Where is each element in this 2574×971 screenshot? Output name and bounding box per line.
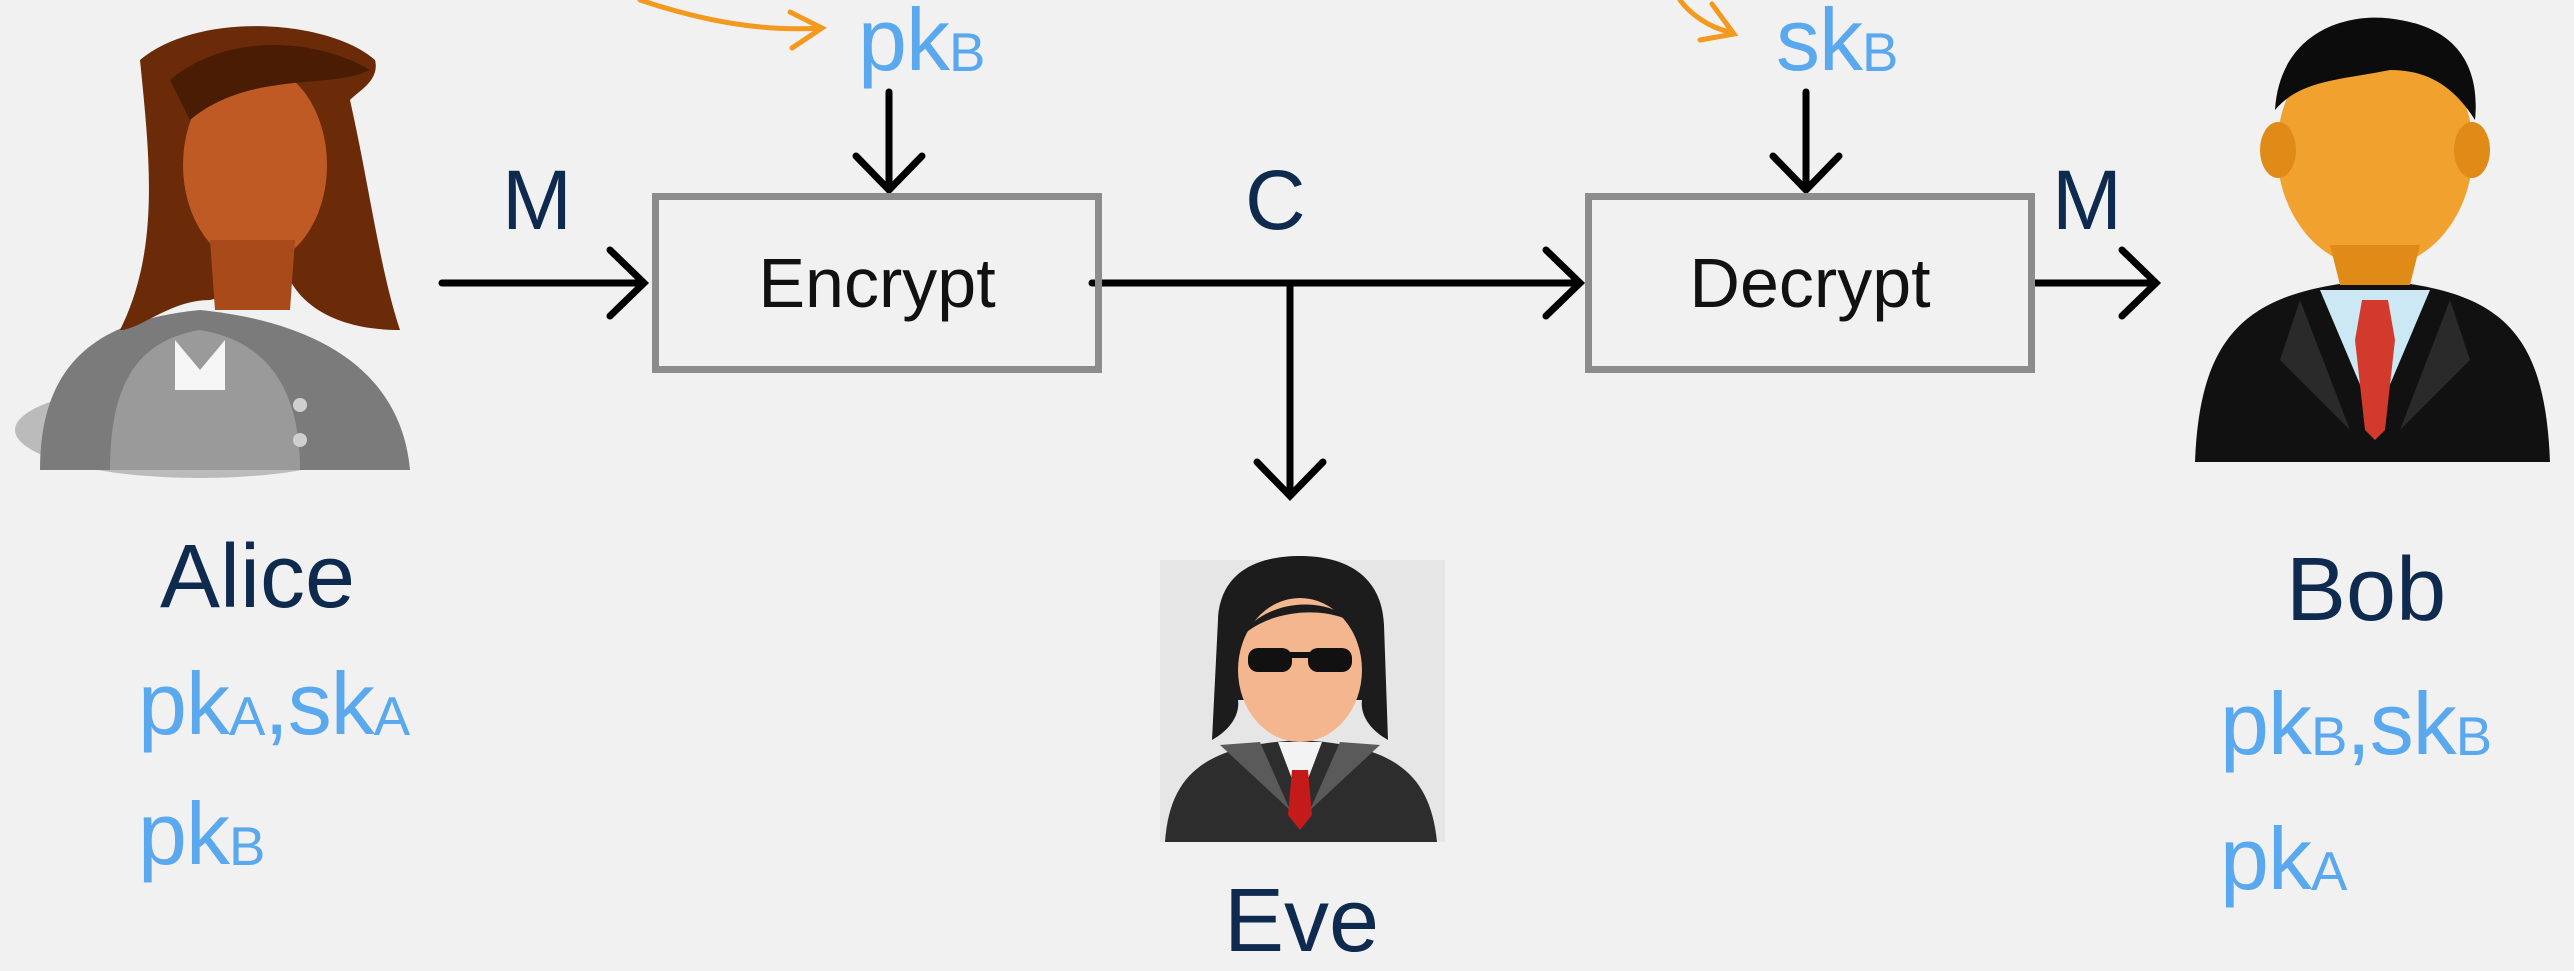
arrow-key-to-encrypt — [852, 88, 926, 196]
encrypt-key: pkB — [858, 0, 985, 89]
bob-known-key: pkA — [2220, 809, 2347, 908]
arrow-channel-to-eve — [1253, 279, 1327, 502]
bob-name: Bob — [2286, 540, 2447, 640]
alice-name: Alice — [160, 527, 356, 627]
decrypt-key: skB — [1776, 0, 1898, 89]
eve-icon — [1160, 556, 1445, 842]
bob-icon — [2195, 17, 2550, 462]
decrypt-box: Decrypt — [1585, 193, 2035, 373]
alice-known-key: pkB — [138, 784, 265, 883]
edge-label-ciphertext: C — [1245, 153, 1306, 247]
alice-keypair: pkA,skA — [138, 654, 410, 753]
alice-icon — [15, 26, 410, 478]
edge-label-message-out: M — [2052, 153, 2122, 247]
edge-label-message-in: M — [502, 153, 572, 247]
encrypt-label: Encrypt — [758, 244, 996, 322]
arrow-key-to-decrypt — [1769, 88, 1843, 196]
bob-keypair: pkB,skB — [2220, 674, 2492, 773]
encrypt-box: Encrypt — [652, 193, 1102, 373]
annotation-arrow-left — [637, 0, 827, 51]
annotation-arrow-right — [1677, 0, 1739, 43]
arrow-decrypt-to-bob — [2028, 246, 2162, 320]
arrow-alice-to-encrypt — [438, 246, 650, 320]
eve-name: Eve — [1224, 871, 1380, 971]
decrypt-label: Decrypt — [1689, 244, 1931, 322]
arrow-encrypt-to-decrypt — [1088, 246, 1586, 320]
